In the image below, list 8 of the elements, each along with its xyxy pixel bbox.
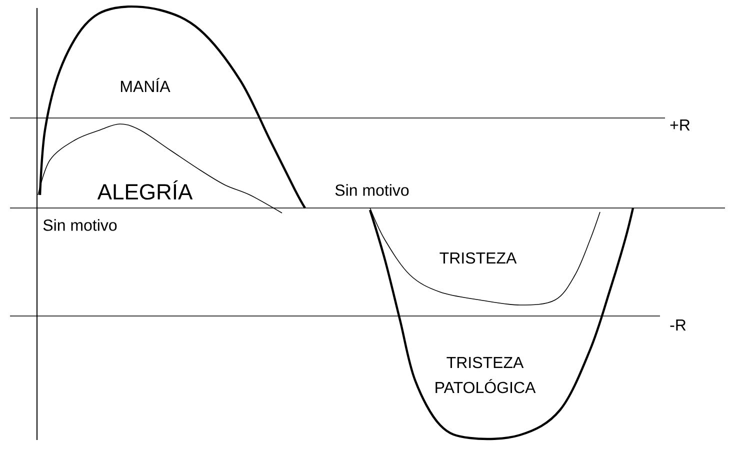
region-label: TRISTEZA	[440, 252, 517, 264]
note-label: Sin motivo	[43, 219, 117, 231]
note-label: Sin motivo	[335, 184, 409, 196]
region-label: ALEGRÍA	[97, 180, 193, 200]
region-label: MANÍA	[120, 78, 170, 92]
threshold-label: +R	[670, 120, 690, 130]
region-label: TRISTEZA PATOLÓGICA	[436, 356, 536, 394]
threshold-label: -R	[670, 320, 686, 330]
